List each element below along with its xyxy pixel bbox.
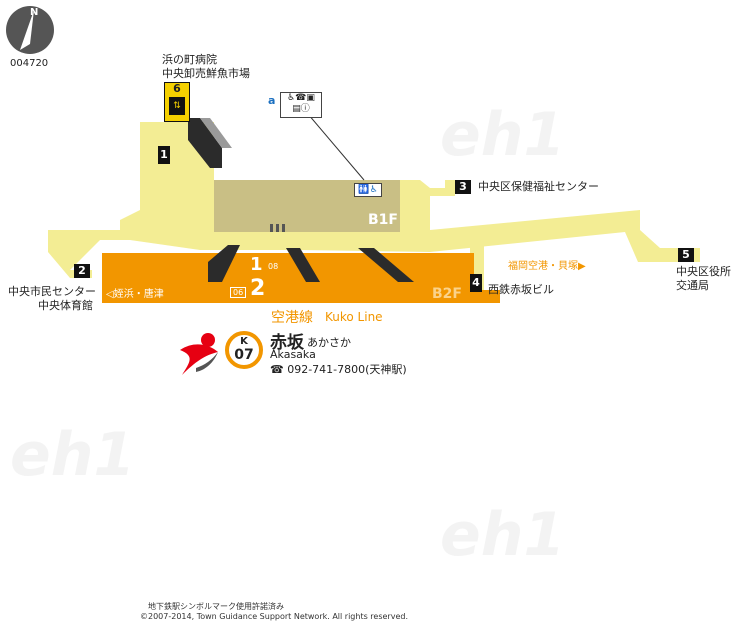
platform-1-number: 1 — [250, 254, 263, 275]
exit-5-badge[interactable]: 5 — [678, 248, 694, 262]
shop-icon: ▤ — [292, 104, 301, 114]
exit4-label: 西鉄赤坂ビル — [488, 283, 554, 296]
compass-north-label: N — [30, 7, 39, 18]
exit2-label-2: 中央体育館 — [38, 299, 93, 312]
platform-1-code: 08 — [268, 262, 279, 271]
station-code-circle — [225, 331, 263, 369]
station-name-en: Akasaka — [270, 348, 316, 361]
exit6-label-1: 浜の町病院 — [162, 53, 217, 66]
exit-3-badge[interactable]: 3 — [455, 180, 471, 194]
exit3-label: 中央区保健福祉センター — [478, 180, 599, 193]
exit5-label-2: 交通局 — [676, 279, 709, 292]
platform-2-code: 06 — [230, 287, 247, 298]
stairs — [188, 118, 414, 282]
exit-1-badge[interactable]: 1 — [158, 146, 170, 164]
b2f-platform — [102, 253, 474, 303]
b2f-label: B2F — [432, 286, 462, 302]
exit2-label-1: 中央市民センター — [8, 285, 96, 298]
watermark: eh1 — [440, 100, 566, 170]
facility-marker: a — [268, 94, 276, 107]
station-phone: ☎ 092-741-7800(天神駅) — [270, 363, 407, 376]
direction-west: ◁姪浜・唐津 — [106, 289, 164, 300]
footer-permission: 地下鉄駅シンボルマーク使用許諾済み — [148, 602, 284, 611]
accessible-icon: ♿ — [287, 93, 296, 103]
station-code-letter: K — [240, 336, 248, 347]
watermark: eh1 — [440, 500, 566, 570]
info-icon: ⓘ — [300, 104, 310, 114]
exit-6-badge[interactable]: 6 ⇅ — [164, 82, 190, 122]
subway-logo-icon — [180, 333, 218, 375]
footer-copyright: ©2007-2014, Town Guidance Support Networ… — [140, 612, 408, 621]
exit6-label-2: 中央卸売鮮魚市場 — [162, 67, 250, 80]
elevator-icon: ⇅ — [169, 97, 185, 115]
station-name-kana: あかさか — [307, 336, 351, 349]
platform-2-number: 2 — [250, 276, 266, 301]
b1f-label: B1F — [368, 212, 398, 228]
line-name-ja: 空港線 — [271, 310, 313, 326]
exit-6-number: 6 — [173, 82, 181, 95]
map-id: 004720 — [10, 58, 49, 69]
toilet-icon: 🚻 — [358, 185, 370, 195]
phone-icon: ☎ — [295, 93, 307, 103]
toilet-icons: 🚻♿ — [354, 183, 382, 197]
direction-east: 福岡空港・貝塚▶ — [508, 261, 586, 272]
wheelchair-icon: ♿ — [369, 185, 378, 195]
exit-4-badge[interactable]: 4 — [470, 274, 482, 292]
locker-icon: ▣ — [306, 93, 315, 103]
exit5-label-1: 中央区役所 — [676, 265, 731, 278]
station-name-ja: 赤坂 — [270, 333, 304, 353]
line-name-en: Kuko Line — [325, 310, 383, 324]
exit-2-badge[interactable]: 2 — [74, 264, 90, 278]
watermark: eh1 — [10, 420, 136, 490]
station-code-number: 07 — [234, 347, 254, 363]
facility-icons: ♿☎▣ ▤ⓘ — [280, 92, 322, 118]
b1f-area — [214, 180, 400, 232]
